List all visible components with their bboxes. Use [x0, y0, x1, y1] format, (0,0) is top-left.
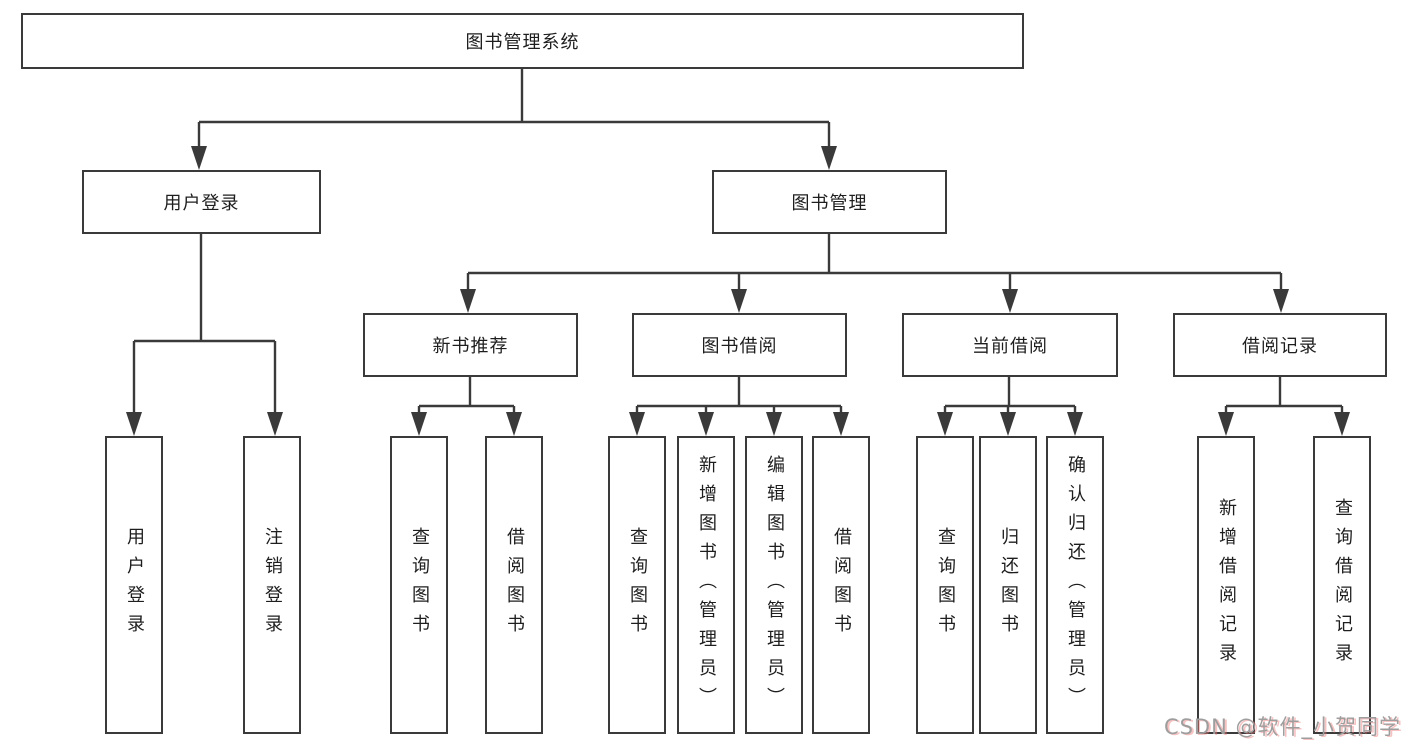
leaf-label: 归还图书: [998, 527, 1019, 643]
leaf-label: 查询借阅记录: [1332, 498, 1353, 672]
leaf-label: 新增图书（管理员）: [696, 454, 717, 716]
leaf-label: 查询图书: [627, 527, 648, 643]
node-label: 当前借阅: [972, 336, 1048, 357]
leaf-add-book-admin: 新增图书（管理员）: [677, 436, 735, 734]
node-current-borrow: 当前借阅: [902, 313, 1118, 377]
connector-borrow-record-children: [1218, 377, 1350, 436]
leaf-borrow-book-recommend: 借阅图书: [485, 436, 543, 734]
connector-new-book-recommend-children: [411, 377, 522, 436]
connector-book-borrow-children: [629, 377, 849, 436]
node-label: 图书借阅: [701, 336, 778, 357]
node-user-login: 用户登录: [82, 170, 321, 234]
leaf-query-borrow-record: 查询借阅记录: [1313, 436, 1371, 734]
leaf-edit-book-admin: 编辑图书（管理员）: [745, 436, 803, 734]
connector-current-borrow-children: [937, 377, 1083, 436]
node-label: 新书推荐: [432, 336, 509, 357]
leaf-label: 编辑图书（管理员）: [764, 454, 785, 716]
leaf-return-book: 归还图书: [979, 436, 1037, 734]
leaf-label: 新增借阅记录: [1216, 498, 1237, 672]
leaf-label: 借阅图书: [831, 527, 852, 643]
leaf-label: 注销登录: [262, 527, 283, 643]
leaf-query-book-borrow: 查询图书: [608, 436, 666, 734]
leaf-label: 查询图书: [409, 527, 430, 643]
leaf-query-book-current: 查询图书: [916, 436, 974, 734]
connector-user-login-children: [126, 234, 283, 436]
leaf-label: 查询图书: [935, 527, 956, 643]
connector-book-management-children: [460, 234, 1289, 313]
connector-root-to-level2: [191, 69, 837, 170]
csdn-watermark: CSDN @软件_小贺同学: [1163, 715, 1401, 739]
node-borrow-record: 借阅记录: [1173, 313, 1387, 377]
leaf-add-borrow-record: 新增借阅记录: [1197, 436, 1255, 734]
node-label: 图书管理: [791, 193, 868, 214]
node-label: 用户登录: [163, 193, 240, 214]
node-label: 图书管理系统: [465, 32, 580, 53]
node-book-borrow: 图书借阅: [632, 313, 847, 377]
leaf-confirm-return-admin: 确认归还（管理员）: [1046, 436, 1104, 734]
node-book-management: 图书管理: [712, 170, 947, 234]
node-new-book-recommend: 新书推荐: [363, 313, 578, 377]
leaf-label: 确认归还（管理员）: [1065, 454, 1086, 716]
leaf-query-book-recommend: 查询图书: [390, 436, 448, 734]
leaf-label: 借阅图书: [504, 527, 525, 643]
leaf-user-login: 用户登录: [105, 436, 163, 734]
leaf-label: 用户登录: [124, 527, 145, 643]
node-root-system: 图书管理系统: [21, 13, 1024, 69]
node-label: 借阅记录: [1242, 336, 1318, 357]
leaf-borrow-book: 借阅图书: [812, 436, 870, 734]
leaf-logout: 注销登录: [243, 436, 301, 734]
